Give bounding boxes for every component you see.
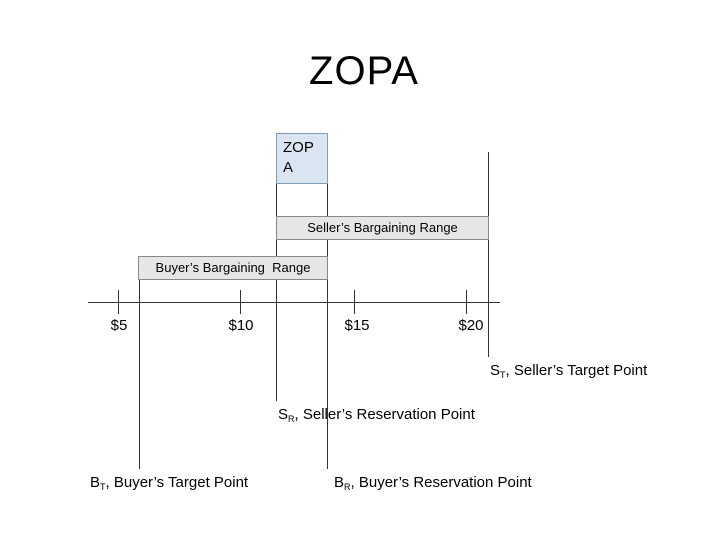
- axis-tick-label: $5: [110, 317, 128, 334]
- buyer-target-line: [139, 280, 140, 469]
- axis-tick-label: $15: [344, 317, 370, 334]
- buyer-reservation-line: [327, 152, 328, 469]
- seller-target-label: ST, Seller’s Target Point: [490, 362, 648, 380]
- axis-tick-label: $20: [458, 317, 484, 334]
- diagram-title: ZOPA: [309, 49, 419, 93]
- buyer-bargaining-range: Buyer’s Bargaining Range: [138, 256, 328, 280]
- seller-target-line: [488, 152, 489, 357]
- seller-bargaining-range: Seller’s Bargaining Range: [276, 216, 489, 240]
- zopa-box: ZOP A: [276, 133, 328, 184]
- seller-reservation-label: SR, Seller’s Reservation Point: [278, 406, 475, 424]
- axis-tick-15: [354, 290, 355, 314]
- zopa-box-line1: ZOP: [283, 139, 314, 156]
- price-axis: [88, 302, 500, 303]
- axis-tick-10: [240, 290, 241, 314]
- axis-tick-20: [466, 290, 467, 314]
- buyer-reservation-label: BR, Buyer’s Reservation Point: [334, 474, 532, 492]
- buyer-target-label: BT, Buyer’s Target Point: [90, 474, 249, 492]
- axis-tick-5: [118, 290, 119, 314]
- axis-tick-label: $10: [228, 317, 254, 334]
- zopa-box-line2: A: [283, 159, 294, 176]
